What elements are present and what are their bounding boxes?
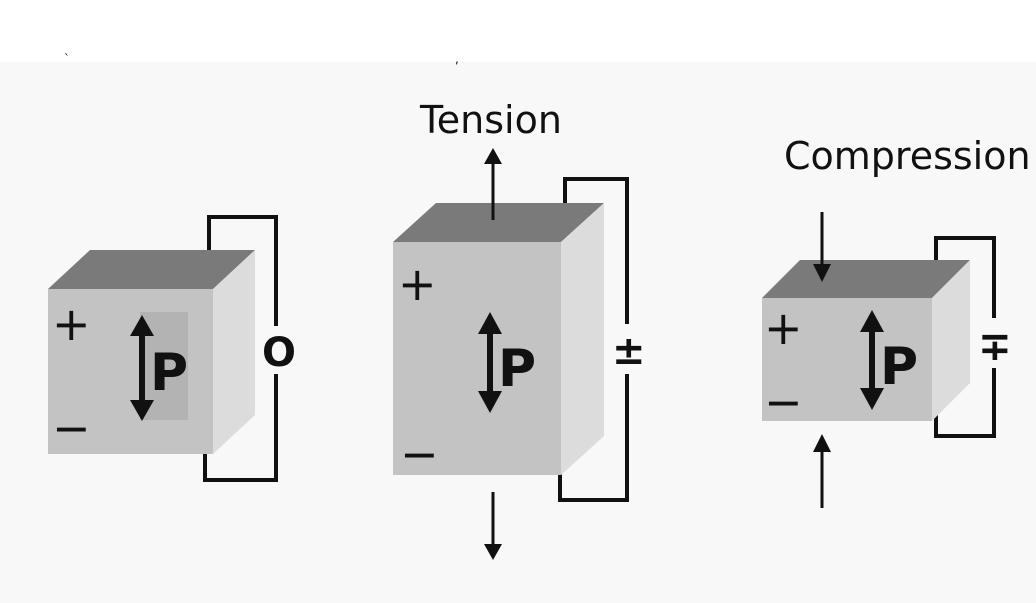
neutral-minus-sign: − — [52, 401, 91, 455]
tension-arrowhead-up — [484, 148, 502, 164]
tension-meter-symbol: ± — [612, 328, 646, 374]
tension-meter-gap — [612, 324, 642, 374]
compression-arrowhead-down — [813, 264, 831, 282]
compression-meter-gap — [978, 318, 1010, 368]
neutral-arrowhead-up — [130, 315, 154, 336]
tension-minus-sign: − — [400, 427, 439, 481]
compression-side-face — [932, 260, 970, 421]
compression-arrowhead-p-up — [860, 310, 884, 332]
top-edge-mark-left: ` — [64, 52, 70, 66]
tension-arrowhead-p-down — [478, 391, 502, 413]
tension-caption: Tension — [419, 98, 562, 142]
compression-arrowhead-p-down — [860, 388, 884, 410]
compression-meter-symbol: ∓ — [978, 324, 1012, 370]
neutral-meter-gap — [262, 326, 292, 374]
neutral-side-face — [213, 250, 255, 454]
neutral-polarization-label: P — [150, 343, 188, 403]
tension-plus-sign: + — [398, 257, 437, 311]
neutral-arrowhead-down — [130, 400, 154, 421]
tension-top-face — [393, 203, 604, 242]
neutral-plus-sign: + — [52, 297, 91, 351]
compression-front-face — [762, 298, 932, 421]
neutral-top-face — [48, 250, 255, 289]
neutral-meter-symbol: O — [262, 330, 296, 376]
compression-polarization-label: P — [880, 337, 918, 397]
compression-arrowhead-up — [813, 434, 831, 452]
neutral-crystal: P + − O — [48, 215, 296, 482]
compression-plus-sign: + — [764, 301, 803, 355]
tension-arrowhead-down — [484, 544, 502, 560]
compression-top-face — [762, 260, 970, 298]
tension-polarization-label: P — [498, 339, 536, 399]
tension-crystal: Tension P + − ± — [393, 98, 646, 560]
tension-front-face — [393, 242, 561, 475]
compression-caption: Compression — [784, 134, 1031, 178]
compression-minus-sign: − — [764, 375, 803, 429]
top-edge-mark-right: , — [455, 52, 459, 66]
compression-crystal: Compression P + − ∓ — [762, 134, 1031, 508]
tension-side-face — [561, 203, 604, 475]
tension-arrowhead-p-up — [478, 312, 502, 334]
